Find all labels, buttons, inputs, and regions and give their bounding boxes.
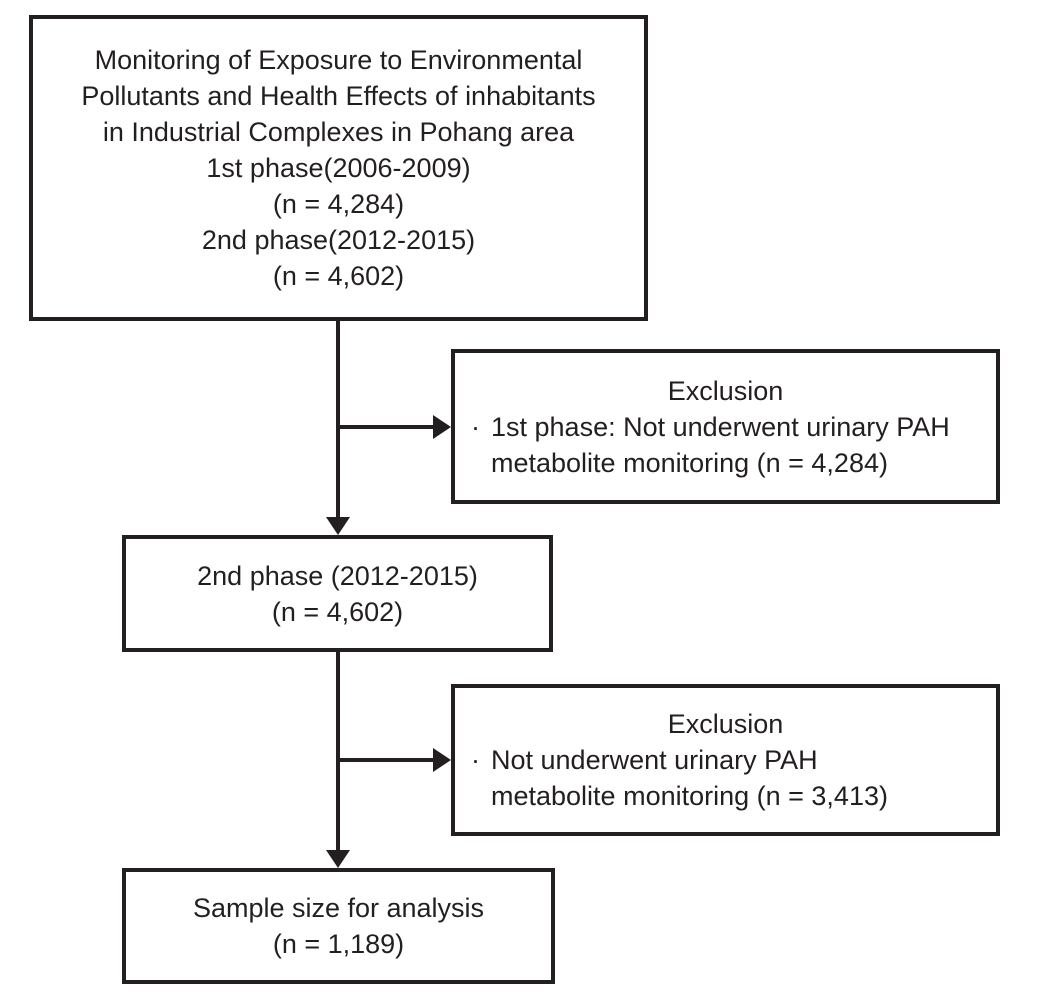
exclusion-2-item: · Not underwent urinary PAH metabolite m… <box>455 742 996 814</box>
exclusion-1-line-1: 1st phase: Not underwent urinary PAH <box>491 411 950 442</box>
connector-horizontal-1 <box>336 425 433 429</box>
source-study-box: Monitoring of Exposure to Environmental … <box>29 15 648 321</box>
source-study-phase2-n: (n = 4,602) <box>272 261 405 291</box>
exclusion-1-line-2: metabolite monitoring (n = 4,284) <box>491 447 888 478</box>
exclusion-1-title: Exclusion <box>667 375 784 406</box>
connector-vertical-2 <box>336 651 340 850</box>
exclusion-1-item: · 1st phase: Not underwent urinary PAH m… <box>455 409 996 481</box>
phase2-box: 2nd phase (2012-2015) (n = 4,602) <box>122 535 553 652</box>
exclusion-box-2: Exclusion · Not underwent urinary PAH me… <box>451 684 1000 836</box>
bullet-marker: · <box>471 411 480 442</box>
sample-size-label: Sample size for analysis <box>192 893 485 923</box>
phase2-n: (n = 4,602) <box>271 596 404 627</box>
connector-vertical-1 <box>336 321 340 517</box>
exclusion-1-text: 1st phase: Not underwent urinary PAH met… <box>491 409 988 481</box>
exclusion-2-line-2: metabolite monitoring (n = 3,413) <box>491 781 888 811</box>
source-study-line-1: Monitoring of Exposure to Environmental <box>94 45 583 75</box>
connector-horizontal-2 <box>336 758 433 762</box>
exclusion-box-1: Exclusion · 1st phase: Not underwent uri… <box>451 349 1000 504</box>
arrowhead-right-icon <box>433 415 451 439</box>
source-study-line-2: Pollutants and Health Effects of inhabit… <box>81 81 596 111</box>
phase2-label: 2nd phase (2012-2015) <box>197 560 478 591</box>
sample-size-box: Sample size for analysis (n = 1,189) <box>122 868 555 984</box>
arrowhead-right-icon <box>433 748 451 772</box>
source-study-phase1-n: (n = 4,284) <box>272 189 405 219</box>
exclusion-2-text: Not underwent urinary PAH metabolite mon… <box>491 742 988 814</box>
source-study-phase1: 1st phase(2006-2009) <box>206 153 471 183</box>
exclusion-2-title: Exclusion <box>667 709 784 739</box>
arrowhead-down-icon <box>326 517 350 535</box>
exclusion-2-line-1: Not underwent urinary PAH <box>491 745 818 775</box>
source-study-line-3: in Industrial Complexes in Pohang area <box>102 117 575 147</box>
sample-size-n: (n = 1,189) <box>272 929 405 959</box>
source-study-phase2: 2nd phase(2012-2015) <box>201 225 476 255</box>
bullet-marker: · <box>471 745 480 775</box>
arrowhead-down-icon <box>326 850 350 868</box>
